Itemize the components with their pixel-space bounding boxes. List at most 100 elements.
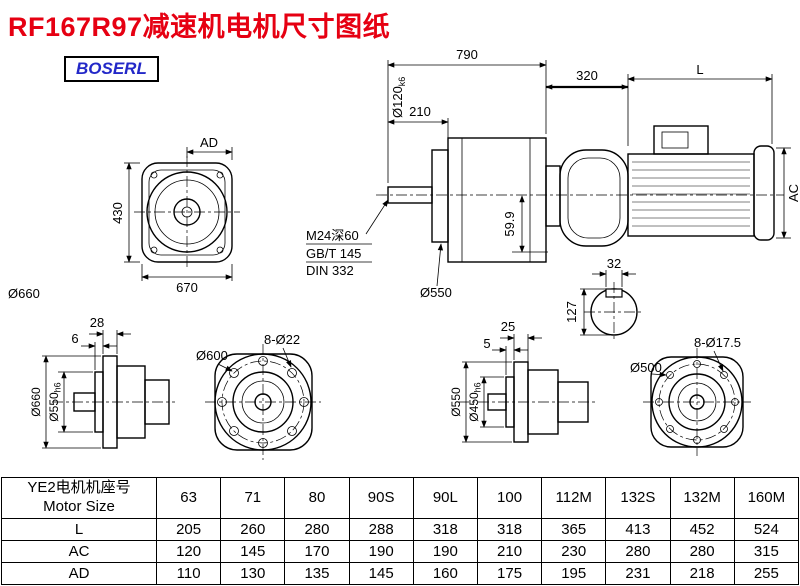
dim-value-cell: 195	[541, 561, 607, 585]
dim-dia660-label: Ø660	[8, 286, 40, 301]
gearbox-body	[447, 137, 547, 263]
table-row-AD: AD 110 130 135 145 160 175 195 231 218 2…	[1, 561, 800, 585]
dim-32-label: 32	[607, 256, 621, 271]
dim-25-label: 25	[501, 319, 515, 334]
dim-L-label: L	[696, 62, 703, 77]
dim-value-cell: 524	[733, 517, 800, 541]
dim-dia600-label: Ø600	[196, 348, 228, 363]
dim-value-cell: 205	[155, 517, 222, 541]
dim-value-cell: 210	[476, 539, 543, 563]
dim-dia500-label: Ø500	[630, 360, 662, 375]
dim-5-label: 5	[483, 336, 490, 351]
dim-8xdia17-5-label: 8-Ø17.5	[694, 335, 741, 350]
dim-127-label: 127	[564, 301, 579, 323]
shaft-section-view: 32 127	[564, 256, 644, 342]
row-label: L	[1, 517, 157, 541]
corner-bolt-hole	[216, 246, 224, 254]
output-flange-side-view-right: Ø550 Ø450h6 25 5	[449, 319, 598, 443]
size-column-header: 160M	[733, 477, 800, 519]
bolt-hole	[720, 425, 728, 433]
dim-dia550h6-label: Ø550h6	[47, 382, 63, 421]
bolt-hole	[229, 426, 239, 436]
output-flange-side-view-left: Ø660 Ø550h6 28 6	[29, 315, 175, 449]
dim-28-label: 28	[90, 315, 104, 330]
bolt-hole	[229, 368, 239, 378]
motor-size-header-en: Motor Size	[43, 497, 115, 515]
output-flange-face-view-left: Ø600 8-Ø22	[196, 332, 321, 460]
leader-line	[217, 363, 233, 372]
dim-value-cell: 218	[669, 561, 735, 585]
step-housing	[545, 165, 561, 227]
tap-note-line1: M24深60	[306, 228, 359, 243]
terminal-box	[653, 125, 709, 155]
fan-cowl	[753, 145, 775, 241]
size-column-header: 132M	[669, 477, 735, 519]
dim-value-cell: 190	[412, 539, 478, 563]
page-title: RF167R97减速机电机尺寸图纸	[8, 12, 391, 42]
size-column-header: 63	[155, 477, 222, 519]
size-column-header: 132S	[605, 477, 671, 519]
dim-value-cell: 175	[476, 561, 543, 585]
corner-bolt-hole	[150, 171, 158, 179]
dim-6-label: 6	[71, 331, 78, 346]
leader-line	[365, 199, 389, 235]
dim-790-label: 790	[456, 47, 478, 62]
dim-value-cell: 365	[541, 517, 607, 541]
dim-value-cell: 230	[541, 539, 607, 563]
dim-59-9-label: 59.9	[502, 211, 517, 236]
dim-shaft-dia-label: Ø120k6	[390, 77, 407, 118]
motor-size-header-cell: YE2电机机座号 Motor Size	[1, 477, 157, 519]
size-column-header: 80	[284, 477, 350, 519]
dim-dia450h6-label: Ø450h6	[467, 382, 483, 421]
dim-320-label: 320	[576, 68, 598, 83]
corner-bolt-hole	[216, 171, 224, 179]
size-column-header: 71	[220, 477, 286, 519]
dim-value-cell: 318	[476, 517, 543, 541]
dim-670-label: 670	[176, 280, 198, 295]
size-column-header: 112M	[541, 477, 607, 519]
dim-value-cell: 145	[220, 539, 286, 563]
table-header-row: YE2电机机座号 Motor Size 63 71 80 90S 90L 100…	[1, 477, 800, 519]
bolt-hole	[666, 425, 674, 433]
bolt-hole	[693, 360, 701, 368]
tap-note-line3: DIN 332	[306, 263, 354, 278]
dim-ad-label: AD	[200, 135, 218, 150]
front-flange	[431, 149, 449, 243]
table-row-L: L 205 260 280 288 318 318 365 413 452 52…	[1, 517, 800, 541]
tap-note-line2: GB/T 145	[306, 246, 361, 261]
dim-ac-label: AC	[786, 184, 800, 202]
leader-line	[282, 347, 292, 368]
dim-value-cell: 288	[348, 517, 414, 541]
adapter-bell	[559, 149, 629, 247]
leader-line	[651, 371, 667, 378]
motor-size-header-cn: YE2电机机座号	[27, 479, 131, 496]
table-row-AC: AC 120 145 170 190 190 210 230 280 280 3…	[1, 539, 800, 563]
dim-value-cell: 452	[669, 517, 735, 541]
size-column-header: 90L	[412, 477, 478, 519]
bolt-hole	[655, 398, 663, 406]
dim-value-cell: 145	[348, 561, 414, 585]
output-flange-face-view-right: Ø500 8-Ø17.5	[630, 335, 751, 456]
dim-value-cell: 160	[412, 561, 478, 585]
dim-value-cell: 120	[155, 539, 222, 563]
dim-value-cell: 190	[348, 539, 414, 563]
bolt-circle	[658, 363, 736, 441]
dim-value-cell: 170	[284, 539, 350, 563]
dim-value-cell: 231	[605, 561, 671, 585]
side-view: 790 210 Ø120k6 320 L AC M24深60 GB/T 145	[306, 47, 800, 300]
front-view: AD 430 670 Ø660	[8, 135, 240, 301]
dim-value-cell: 255	[733, 561, 800, 585]
dim-value-cell: 315	[733, 539, 800, 563]
corner-bolt-hole	[150, 246, 158, 254]
technical-drawing: AD 430 670 Ø660	[8, 47, 800, 460]
size-column-header: 90S	[348, 477, 414, 519]
size-column-header: 100	[476, 477, 543, 519]
bolt-hole	[287, 368, 297, 378]
bolt-hole	[287, 426, 297, 436]
bolt-hole	[720, 371, 728, 379]
dim-value-cell: 280	[605, 539, 671, 563]
row-label: AC	[1, 539, 157, 563]
dim-dia550-label: Ø550	[420, 285, 452, 300]
dim-value-cell: 280	[284, 517, 350, 541]
leader-line	[713, 350, 724, 372]
